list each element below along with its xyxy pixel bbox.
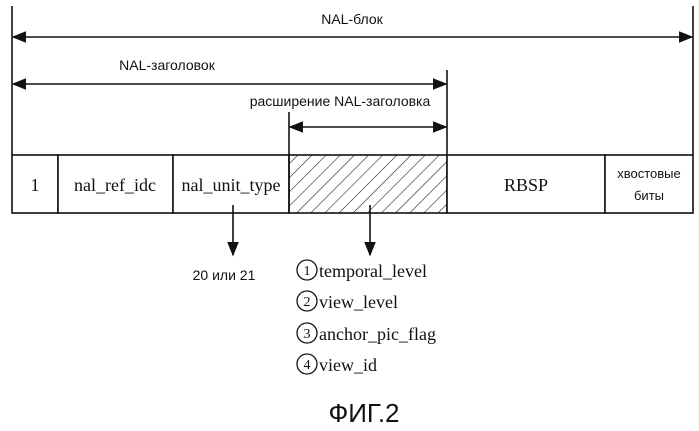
nal-header-label: NAL-заголовок xyxy=(119,57,216,73)
item-label: view_level xyxy=(319,292,398,312)
extension-items-list: 1 temporal_level 2 view_level 3 anchor_p… xyxy=(297,260,436,375)
item-number: 2 xyxy=(304,295,311,310)
item-label: view_id xyxy=(319,355,377,375)
nal-header-extension-label: расширение NAL-заголовка xyxy=(250,93,431,109)
extension-item: 4 view_id xyxy=(297,354,377,375)
nal-unit-type-value: 20 или 21 xyxy=(193,267,256,283)
item-number: 3 xyxy=(304,327,311,342)
item-label: anchor_pic_flag xyxy=(319,324,436,344)
nal-unit-label: NAL-блок xyxy=(321,11,383,27)
field-nal-ref-idc-label: nal_ref_idc xyxy=(74,175,156,195)
extension-item: 3 anchor_pic_flag xyxy=(297,323,436,344)
extension-item: 1 temporal_level xyxy=(297,260,427,281)
field-trailing-bits-label-line2: биты xyxy=(634,188,664,203)
field-rbsp-label: RBSP xyxy=(504,175,548,195)
item-number: 1 xyxy=(304,264,311,279)
item-number: 4 xyxy=(304,358,311,373)
field-trailing-bits-label-line1: хвостовые xyxy=(617,166,681,181)
figure-caption: ФИГ.2 xyxy=(328,398,399,428)
extension-item: 2 view_level xyxy=(297,291,398,312)
field-trailing-bits xyxy=(605,155,693,213)
nal-unit-fields-row: 1 nal_ref_idc nal_unit_type RBSP хвостов… xyxy=(12,155,693,213)
field-nal-unit-type-label: nal_unit_type xyxy=(182,175,281,195)
item-label: temporal_level xyxy=(319,261,427,281)
field-forbidden-bit-label: 1 xyxy=(31,175,40,195)
field-nal-header-extension-hatched xyxy=(289,155,447,213)
